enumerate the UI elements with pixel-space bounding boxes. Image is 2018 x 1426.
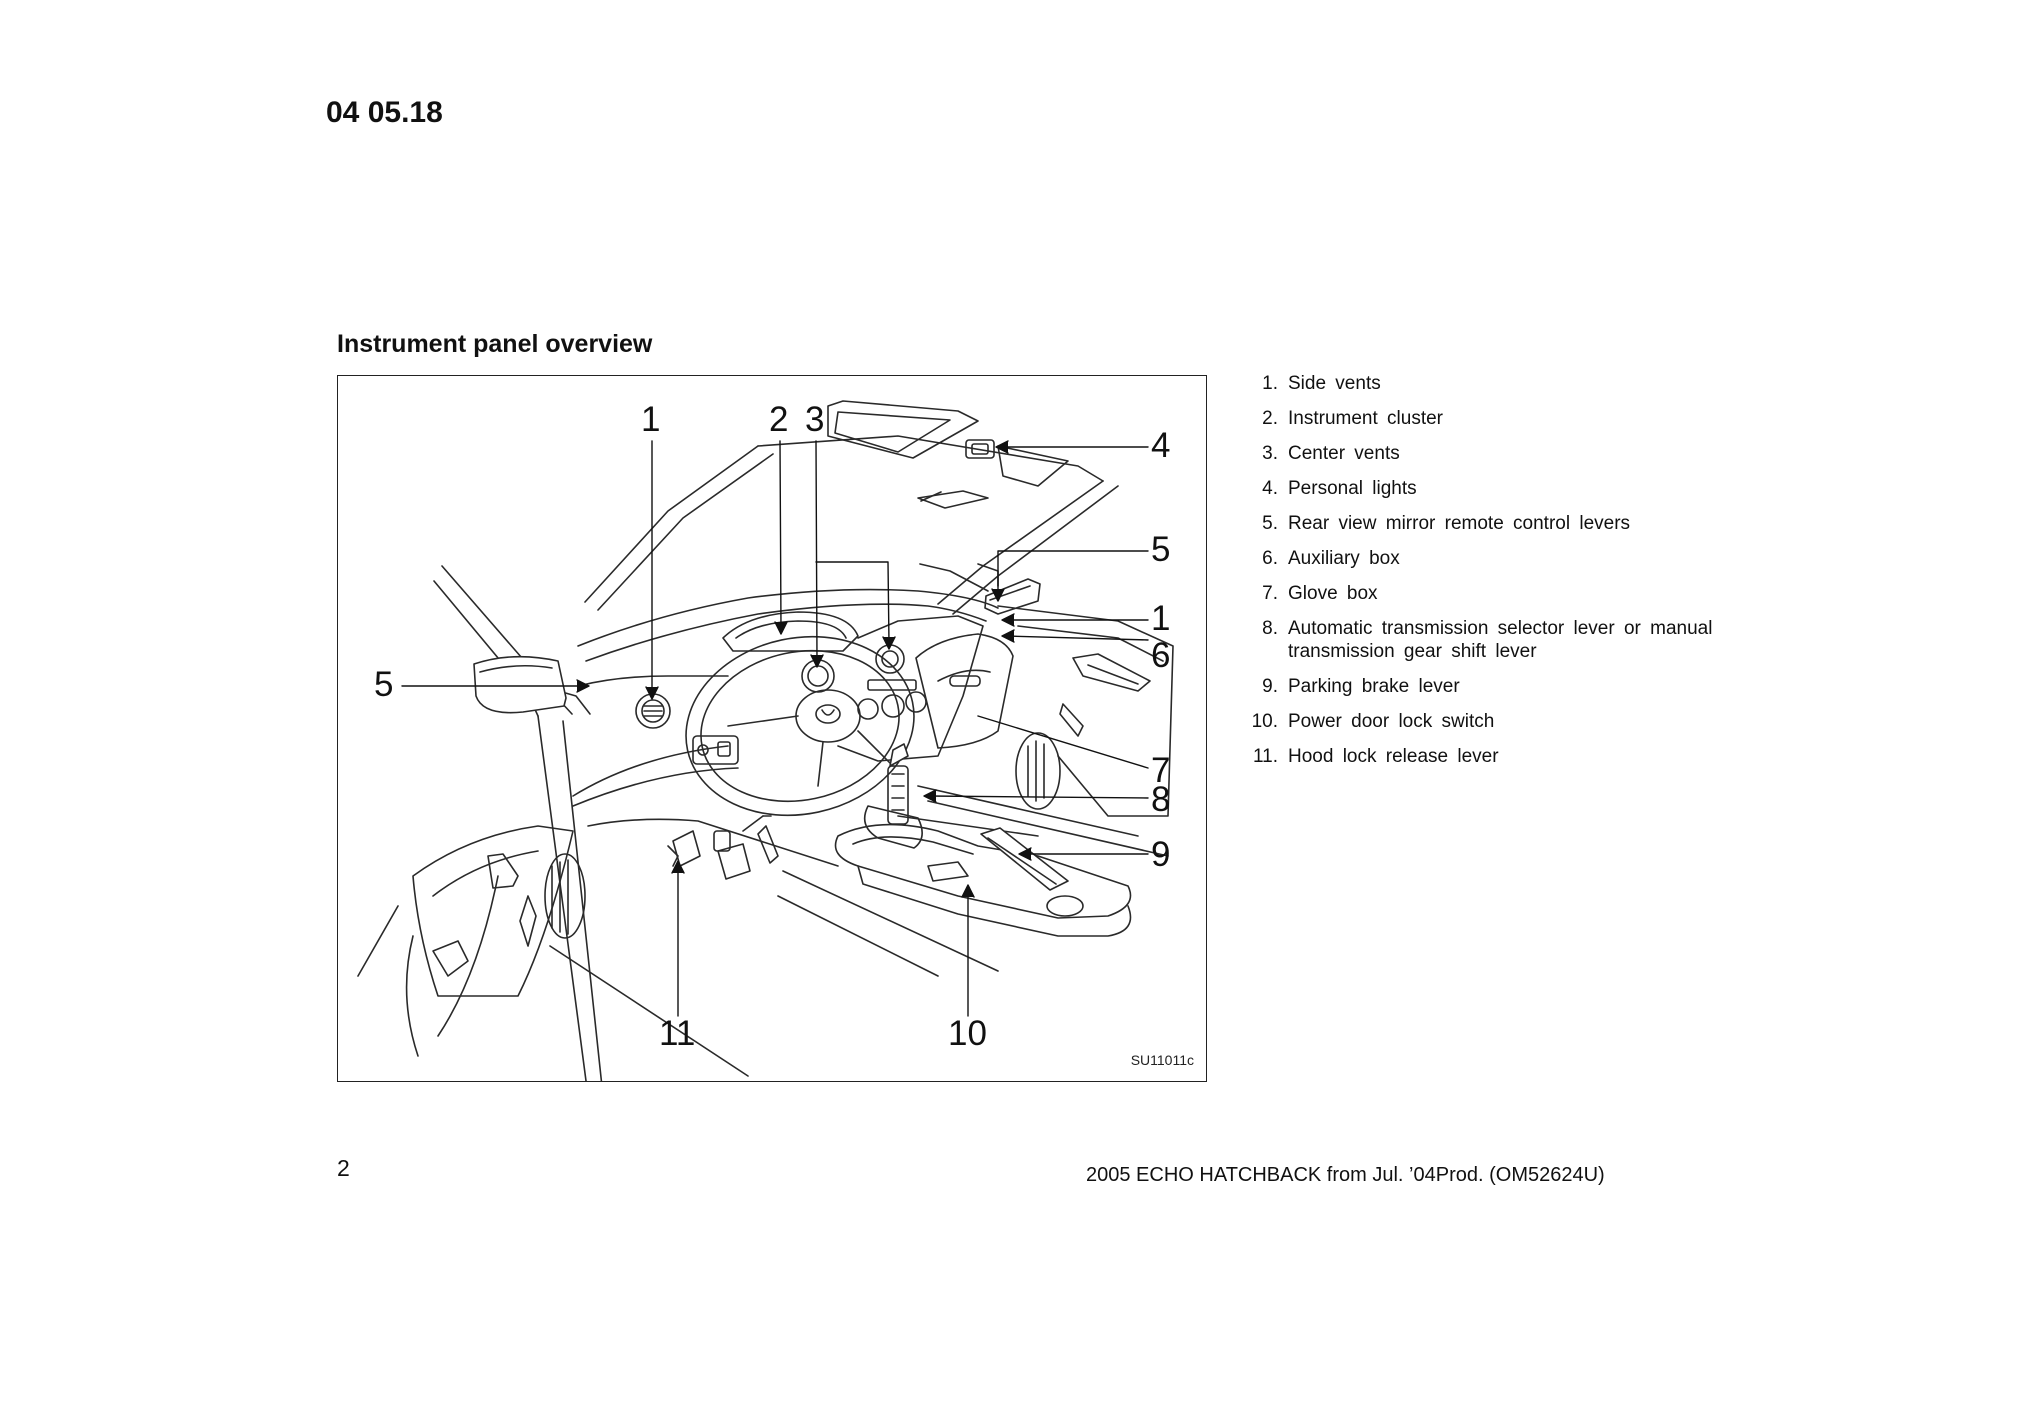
legend-item: 3. Center vents [1246,442,1766,465]
legend-item: 8. Automatic transmission selector lever … [1246,617,1766,663]
callout-5-right-mirror: 5 [1151,530,1171,569]
page-number: 2 [337,1155,350,1181]
instrument-panel-figure: 1 2 3 4 5 1 6 5 7 8 9 11 10 SU11011c [337,375,1207,1082]
figure-code: SU11011c [1130,1052,1194,1068]
footer-title: 2005 ECHO HATCHBACK from Jul. ’04Prod. (… [1086,1164,1605,1186]
callout-3: 3 [805,400,825,439]
doc-code: 04 05.18 [326,96,443,129]
parts-legend: 1. Side vents 2. Instrument cluster 3. Cent… [1246,372,1766,780]
legend-label: Auxiliary box [1288,548,1400,569]
callout-4: 4 [1151,426,1171,465]
legend-item: 7. Glove box [1246,582,1766,605]
legend-label: Instrument cluster [1288,408,1443,429]
legend-number: 5. [1262,513,1278,534]
legend-number: 8. [1262,618,1278,639]
legend-item: 11. Hood lock release lever [1246,745,1766,768]
section-title: Instrument panel overview [337,330,653,358]
callout-9: 9 [1151,835,1171,874]
legend-item: 10. Power door lock switch [1246,710,1766,733]
legend-number: 3. [1262,443,1278,464]
legend-number: 6. [1262,548,1278,569]
legend-label: Glove box [1288,583,1378,604]
callout-10: 10 [948,1014,987,1053]
callout-11: 11 [659,1014,696,1053]
legend-number: 2. [1262,408,1278,429]
legend-label: Rear view mirror remote control levers [1288,513,1631,534]
callout-1-right-side-vent: 1 [1151,599,1171,638]
legend-number: 9. [1262,676,1278,697]
legend-label: Side vents [1288,373,1381,394]
callout-2: 2 [769,400,789,439]
callout-1-left-side-vent: 1 [641,400,661,439]
legend-label: Hood lock release lever [1288,746,1499,767]
legend-item: 9. Parking brake lever [1246,675,1766,698]
car-interior-drawing [357,400,1174,1081]
legend-label: Power door lock switch [1288,711,1495,732]
leader-lines [401,440,1149,1017]
legend-label: Center vents [1288,443,1400,464]
dashboard-illustration [357,400,1174,1081]
callout-8: 8 [1151,780,1171,819]
legend-number: 7. [1262,583,1278,604]
callout-5-left-mirror: 5 [374,665,394,704]
legend-number: 11. [1252,746,1278,767]
legend-item: 1. Side vents [1246,372,1766,395]
legend-number: 4. [1262,478,1278,499]
legend-item: 5. Rear view mirror remote control levers [1246,512,1766,535]
callout-6: 6 [1151,636,1171,675]
legend-number: 10. [1251,711,1278,732]
legend-item: 6. Auxiliary box [1246,547,1766,570]
legend-label: Parking brake lever [1288,676,1460,697]
legend-item: 2. Instrument cluster [1246,407,1766,430]
callout-7: 7 [1151,751,1171,790]
legend-number: 1. [1262,373,1278,394]
legend-label: Automatic transmission selector lever or… [1288,618,1713,662]
legend-item: 4. Personal lights [1246,477,1766,500]
legend-label: Personal lights [1288,478,1417,499]
